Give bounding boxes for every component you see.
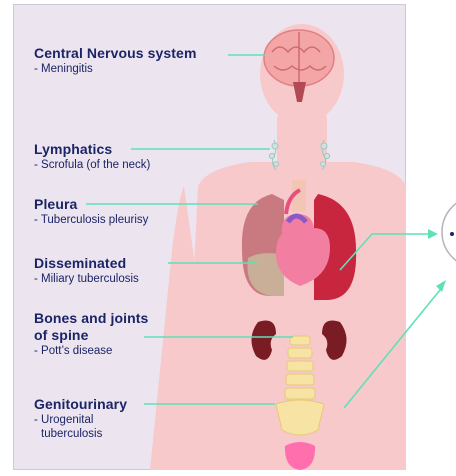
heading-disseminated: Disseminated <box>34 255 139 272</box>
label-genitourinary: Genitourinary - Urogenital tuberculosis <box>34 396 127 441</box>
sub-tuberculosis: tuberculosis <box>34 427 127 441</box>
label-pleura: Pleura - Tuberculosis pleurisy <box>34 196 148 227</box>
label-lymphatics: Lymphatics - Scrofula (of the neck) <box>34 141 150 172</box>
sub-meningitis: - Meningitis <box>34 62 197 76</box>
label-bones-and-joints: Bones and joints of spine - Pott’s disea… <box>34 310 148 358</box>
sub-potts-disease: - Pott’s disease <box>34 344 148 358</box>
sub-miliary-tuberculosis: - Miliary tuberculosis <box>34 272 139 286</box>
heading-genitourinary: Genitourinary <box>34 396 127 413</box>
zoom-circle <box>442 196 456 268</box>
heading-bones-line1: Bones and joints <box>34 310 148 327</box>
label-central-nervous-system: Central Nervous system - Meningitis <box>34 45 197 76</box>
heading-lymphatics: Lymphatics <box>34 141 150 158</box>
heading-central-nervous-system: Central Nervous system <box>34 45 197 62</box>
heading-bones-line2: of spine <box>34 327 148 344</box>
sub-tuberculosis-pleurisy: - Tuberculosis pleurisy <box>34 213 148 227</box>
label-disseminated: Disseminated - Miliary tuberculosis <box>34 255 139 286</box>
sub-scrofula: - Scrofula (of the neck) <box>34 158 150 172</box>
heading-pleura: Pleura <box>34 196 148 213</box>
sub-urogenital: - Urogenital <box>34 413 127 427</box>
